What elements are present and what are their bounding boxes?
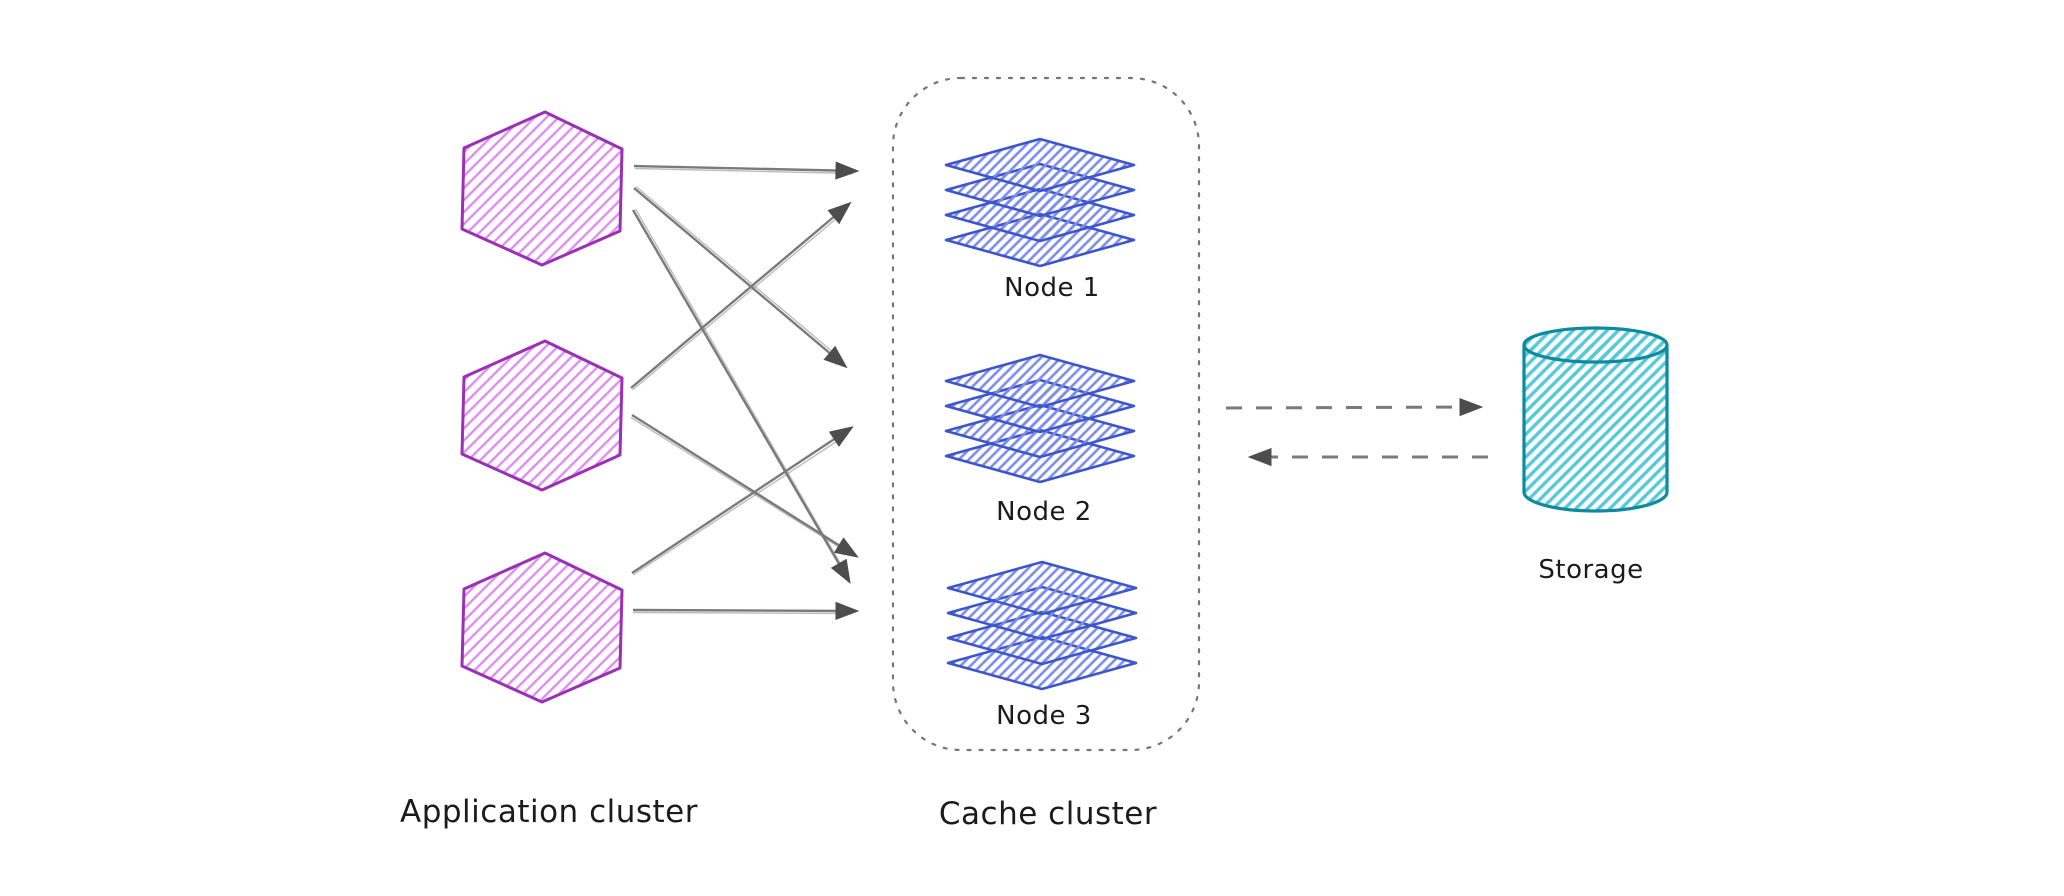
storage: Storage: [1522, 326, 1669, 585]
cache-node-stack-icon: [944, 353, 1136, 484]
cache-node-stack-icon: [946, 560, 1138, 691]
cache-node-2-label: Node 2: [996, 497, 1092, 527]
cache-node-2: Node 2: [944, 353, 1136, 527]
arrow-app1-node3: [631, 209, 849, 581]
app-hexagon-1: [460, 110, 624, 267]
cache-node-3: Node 3: [946, 560, 1138, 731]
arrow-app1-node2: [633, 187, 845, 366]
app-hexagon-2: [460, 339, 624, 492]
cache-cluster-label: Cache cluster: [939, 796, 1157, 832]
arrows-app-to-cache: [630, 166, 856, 614]
cache-node-3-label: Node 3: [996, 701, 1092, 731]
arrow-app1-node1: [633, 166, 856, 171]
cache-node-1: Node 1: [944, 137, 1136, 303]
application-cluster-label: Application cluster: [400, 794, 698, 830]
arrow-app3-node3: [632, 610, 856, 611]
storage-label: Storage: [1538, 555, 1643, 585]
cache-cluster-boundary: [891, 76, 1201, 752]
app-hexagon-3: [460, 551, 624, 704]
storage-database-icon: [1522, 326, 1669, 513]
cache-node-stack-icon: [944, 137, 1136, 268]
arrow-cache-to-storage: [1225, 407, 1480, 408]
arrow-app2-node3: [631, 413, 856, 556]
arrow-app2-node1: [630, 204, 849, 389]
arrow-app3-node2: [631, 428, 851, 575]
cache-node-1-label: Node 1: [1004, 273, 1100, 303]
arrows-cache-storage: [1225, 407, 1488, 457]
